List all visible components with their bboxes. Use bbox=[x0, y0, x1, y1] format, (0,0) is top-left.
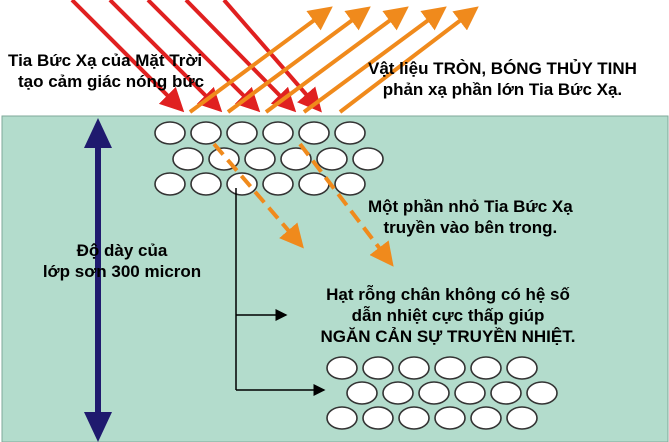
penetration-label: Một phần nhỏ Tia Bức Xạ truyền vào bên t… bbox=[368, 196, 573, 238]
thickness-line-1: Độ dày của bbox=[76, 241, 168, 260]
glass-bead-icon bbox=[470, 406, 502, 430]
thickness-label: Độ dày của lớp sơn 300 micron bbox=[8, 240, 236, 282]
glass-bead-icon bbox=[316, 147, 348, 171]
surface-bead-cluster bbox=[154, 121, 384, 196]
glass-bead-icon bbox=[470, 356, 502, 380]
glass-bead-icon bbox=[334, 121, 366, 145]
glass-bead-icon bbox=[154, 172, 186, 196]
penetrating-ray-arrow-icon bbox=[298, 142, 394, 267]
glass-bead-icon bbox=[190, 121, 222, 145]
glass-bead-icon bbox=[362, 406, 394, 430]
glass-bead-icon bbox=[526, 381, 558, 405]
glass-bead-icon bbox=[506, 406, 538, 430]
glass-bead-icon bbox=[490, 381, 522, 405]
incoming-ray-arrow-icon bbox=[108, 0, 223, 113]
reflection-line-1: Vật liệu TRÒN, BÓNG THỦY TINH bbox=[368, 59, 637, 78]
vacuum-beads-line-2: dẫn nhiệt cực thấp giúp bbox=[351, 306, 545, 325]
thickness-arrow-icon bbox=[84, 118, 112, 442]
reflected-ray-arrow-icon bbox=[264, 6, 409, 114]
glass-bead-icon bbox=[346, 381, 378, 405]
sun-radiation-line-1: Tia Bức Xạ của Mặt Trời bbox=[8, 51, 203, 70]
penetration-line-1: Một phần nhỏ Tia Bức Xạ bbox=[368, 197, 573, 216]
sun-radiation-line-2: tạo cảm giác nóng bức bbox=[18, 72, 205, 91]
glass-bead-icon bbox=[226, 172, 258, 196]
glass-bead-icon bbox=[244, 147, 276, 171]
sun-radiation-label: Tia Bức Xạ của Mặt Trời tạo cảm giác nón… bbox=[8, 50, 204, 92]
thickness-line-2: lớp sơn 300 micron bbox=[42, 262, 202, 281]
reflection-label: Vật liệu TRÒN, BÓNG THỦY TINH phản xạ ph… bbox=[368, 58, 637, 100]
vacuum-beads-label: Hạt rỗng chân không có hệ số dẫn nhiệt c… bbox=[278, 284, 618, 347]
glass-bead-icon bbox=[418, 381, 450, 405]
incoming-ray-arrow-icon bbox=[184, 0, 297, 113]
reflection-line-2: phản xạ phần lớn Tia Bức Xạ. bbox=[382, 80, 623, 99]
incoming-ray-arrow-icon bbox=[146, 0, 261, 113]
glass-bead-icon bbox=[172, 147, 204, 171]
reflected-rays bbox=[188, 6, 479, 114]
penetrating-ray-arrow-icon bbox=[212, 142, 304, 249]
vacuum-beads-line-3: NGĂN CẢN SỰ TRUYỀN NHIỆT. bbox=[320, 327, 576, 346]
glass-bead-icon bbox=[434, 406, 466, 430]
glass-bead-icon bbox=[434, 356, 466, 380]
glass-bead-icon bbox=[326, 356, 358, 380]
penetration-line-2: truyền vào bên trong. bbox=[383, 218, 558, 237]
penetrating-rays bbox=[212, 142, 394, 267]
glass-bead-icon bbox=[190, 172, 222, 196]
reflected-ray-arrow-icon bbox=[226, 6, 371, 114]
glass-bead-icon bbox=[298, 172, 330, 196]
bead-pointer bbox=[235, 188, 326, 396]
glass-bead-icon bbox=[454, 381, 486, 405]
glass-bead-icon bbox=[262, 121, 294, 145]
glass-bead-icon bbox=[326, 406, 358, 430]
glass-bead-icon bbox=[334, 172, 366, 196]
glass-bead-icon bbox=[298, 121, 330, 145]
glass-bead-icon bbox=[352, 147, 384, 171]
glass-bead-icon bbox=[398, 356, 430, 380]
glass-bead-icon bbox=[262, 172, 294, 196]
incoming-ray-arrow-icon bbox=[70, 0, 185, 113]
reflected-ray-arrow-icon bbox=[302, 6, 447, 114]
glass-bead-icon bbox=[226, 121, 258, 145]
glass-bead-icon bbox=[362, 356, 394, 380]
reflected-ray-arrow-icon bbox=[338, 6, 479, 114]
glass-bead-icon bbox=[154, 121, 186, 145]
deep-bead-cluster bbox=[326, 356, 558, 430]
glass-bead-icon bbox=[280, 147, 312, 171]
glass-bead-icon bbox=[506, 356, 538, 380]
vacuum-beads-line-1: Hạt rỗng chân không có hệ số bbox=[326, 285, 570, 304]
reflected-ray-arrow-icon bbox=[188, 6, 333, 114]
glass-bead-icon bbox=[398, 406, 430, 430]
glass-bead-icon bbox=[382, 381, 414, 405]
